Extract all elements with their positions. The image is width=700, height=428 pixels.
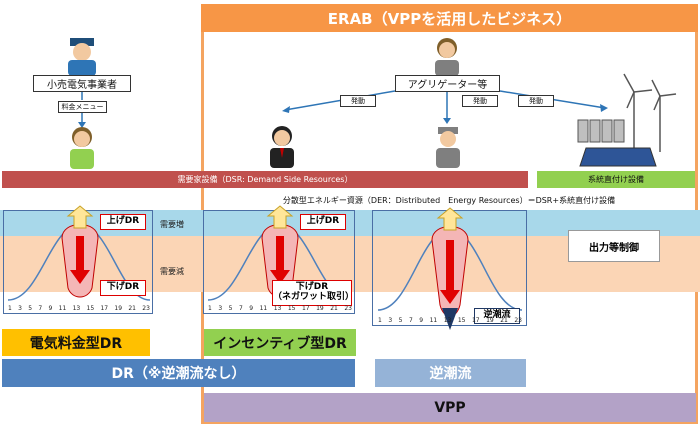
demand-increase-label: 需要増 [160, 220, 184, 229]
output-control-box [568, 230, 660, 262]
der-label: 分散型エネルギー資源（DER：Distributed Energy Resour… [282, 195, 616, 205]
hatsudou-label-center: 発動 [462, 95, 498, 107]
price-up-dr-label: 上げDR [100, 214, 146, 230]
hatsudou-label-right: 発動 [518, 95, 554, 107]
dsr-bar: 需要家設備（DSR: Demand Side Resources） [2, 171, 528, 188]
grid-equipment-icon [577, 73, 677, 167]
aggregator-person-icon [435, 38, 459, 76]
reverse-flow-label: 逆潮流 [474, 308, 520, 324]
menu-box: 料金メニュー [58, 101, 107, 113]
retailer-box: 小売電気事業者 [33, 75, 131, 92]
erab-title: ERAB（VPPを活用したビジネス） [201, 4, 698, 32]
incentive-dr-footer: インセンティブ型DR [204, 329, 356, 356]
incentive-up-dr-label: 上げDR [300, 214, 346, 230]
incentive-down-dr-label: 下げDR （ネガワット取引） [272, 280, 354, 306]
retailer-person-icon [68, 38, 96, 76]
demand-decrease-label: 需要減 [160, 267, 184, 276]
consumer-man-icon [270, 126, 294, 168]
grid-equipment-bar: 系統直付け設備 [537, 171, 695, 188]
consumer-woman-icon [70, 127, 94, 169]
hatsudou-label-left: 発動 [340, 95, 376, 107]
output-control-text: 出力等制御 [589, 242, 639, 254]
vpp-footer: VPP [204, 393, 696, 422]
dr-footer: DR（※逆潮流なし） [2, 359, 355, 387]
consumer-worker-icon [436, 127, 460, 168]
price-down-dr-label: 下げDR [100, 280, 146, 296]
price-dr-footer: 電気料金型DR [2, 329, 150, 356]
reverse-flow-footer: 逆潮流 [375, 359, 526, 387]
aggregator-box: アグリゲーター等 [395, 75, 500, 92]
